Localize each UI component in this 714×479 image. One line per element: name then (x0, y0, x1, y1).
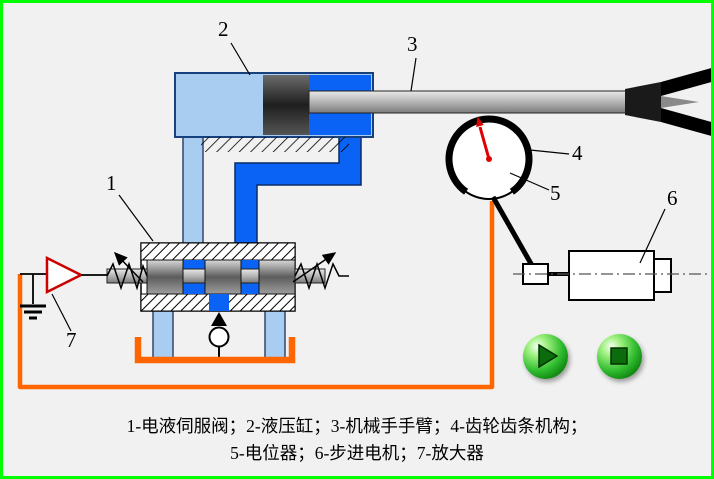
gripper (625, 68, 711, 136)
stepper-motor-assembly (490, 195, 711, 301)
link-bar (490, 195, 537, 271)
leader-line-2 (230, 42, 251, 76)
motor-body (568, 250, 655, 301)
label-2: 2 (218, 17, 229, 41)
play-button[interactable] (523, 334, 568, 379)
motor-end-cap (653, 258, 672, 293)
stop-button[interactable] (597, 334, 642, 379)
leader-line-6 (639, 208, 666, 264)
solenoid-arrow-right (292, 252, 337, 283)
pipe-left (182, 134, 204, 246)
gear-arc (445, 115, 533, 195)
label-4: 4 (572, 141, 583, 165)
amplifier-triangle (45, 255, 84, 295)
caption-line-1: 1-电液伺服阀；2-液压缸；3-机械手手臂；4-齿轮齿条机构； (126, 416, 588, 436)
spool-land-center (204, 259, 242, 295)
gripper-base (625, 82, 661, 122)
amplifier (20, 255, 107, 320)
dial-hub (486, 156, 492, 162)
leader-line-3 (410, 57, 417, 92)
label-3: 3 (407, 32, 418, 56)
piston-rod (308, 90, 634, 114)
leader-line-4 (529, 149, 570, 155)
diagram-canvas (17, 42, 711, 390)
pump-symbol (208, 312, 230, 359)
piston (263, 75, 309, 135)
pump-arrow (211, 312, 227, 326)
valve-spring-left (106, 261, 148, 291)
ground-symbol (20, 304, 46, 320)
leader-line-5 (509, 172, 550, 191)
valve-hatch-top (140, 242, 296, 261)
return-pipe-right (264, 308, 286, 360)
gripper-wedge (661, 96, 699, 108)
return-pipe-left (152, 308, 174, 360)
caption: 1-电液伺服阀；2-液压缸；3-机械手手臂；4-齿轮齿条机构； 5-电位器；6-… (3, 413, 711, 467)
label-1: 1 (106, 171, 117, 195)
feedback-wire (17, 201, 495, 390)
stop-icon (610, 347, 628, 365)
pump-circle (208, 326, 230, 348)
servo-valve (106, 242, 349, 312)
gripper-jaw-top (661, 68, 711, 96)
label-7: 7 (66, 328, 77, 352)
label-6: 6 (667, 186, 678, 210)
dial-needle (478, 126, 491, 160)
leader-line-1 (118, 194, 154, 242)
leader-lines (51, 42, 666, 332)
label-5: 5 (550, 181, 561, 205)
gear-dial (445, 115, 533, 200)
dial-needle-tip (476, 116, 484, 127)
spool-land-right (258, 259, 296, 295)
oil-tank (134, 337, 296, 364)
leader-line-7 (51, 293, 72, 332)
valve-spring-right (294, 261, 349, 291)
caption-line-2: 5-电位器；6-步进电机；7-放大器 (230, 443, 484, 463)
spool-land-left (146, 259, 184, 295)
solenoid-arrow-left (113, 251, 144, 283)
gripper-jaw-bottom (661, 108, 711, 136)
mount-hatch (201, 137, 349, 152)
play-icon (538, 343, 559, 369)
valve-supply-channel (209, 294, 229, 311)
